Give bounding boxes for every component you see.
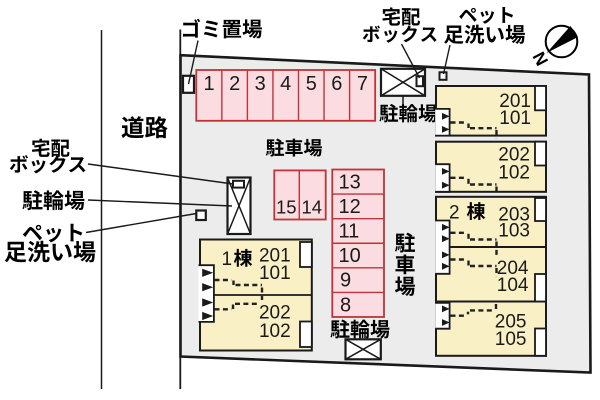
svg-text:201: 201 [259,245,291,266]
svg-text:8: 8 [340,294,351,316]
svg-text:105: 105 [495,329,527,350]
svg-text:14: 14 [302,197,323,218]
svg-text:2: 2 [229,73,240,95]
svg-text:1: 1 [204,73,215,95]
svg-text:6: 6 [331,73,342,95]
svg-text:101: 101 [259,263,291,284]
svg-text:101: 101 [499,108,531,129]
svg-text:10: 10 [339,245,361,267]
svg-text:3: 3 [255,73,266,95]
svg-text:15: 15 [276,197,297,218]
svg-text:204: 204 [497,258,529,279]
svg-text:202: 202 [259,303,291,324]
svg-text:202: 202 [498,145,530,166]
svg-text:9: 9 [340,270,351,292]
svg-text:7: 7 [357,73,368,95]
svg-text:2: 2 [449,202,460,223]
svg-text:11: 11 [339,221,360,243]
svg-text:104: 104 [497,275,529,296]
svg-text:12: 12 [339,196,361,218]
svg-text:1: 1 [222,249,233,270]
svg-text:13: 13 [339,171,361,193]
svg-text:203: 203 [498,204,530,225]
svg-text:201: 201 [499,91,531,112]
svg-text:205: 205 [495,312,527,333]
svg-text:5: 5 [306,73,317,95]
svg-text:102: 102 [259,321,291,342]
svg-text:4: 4 [280,73,291,95]
svg-text:102: 102 [498,163,530,184]
svg-text:103: 103 [498,221,530,242]
